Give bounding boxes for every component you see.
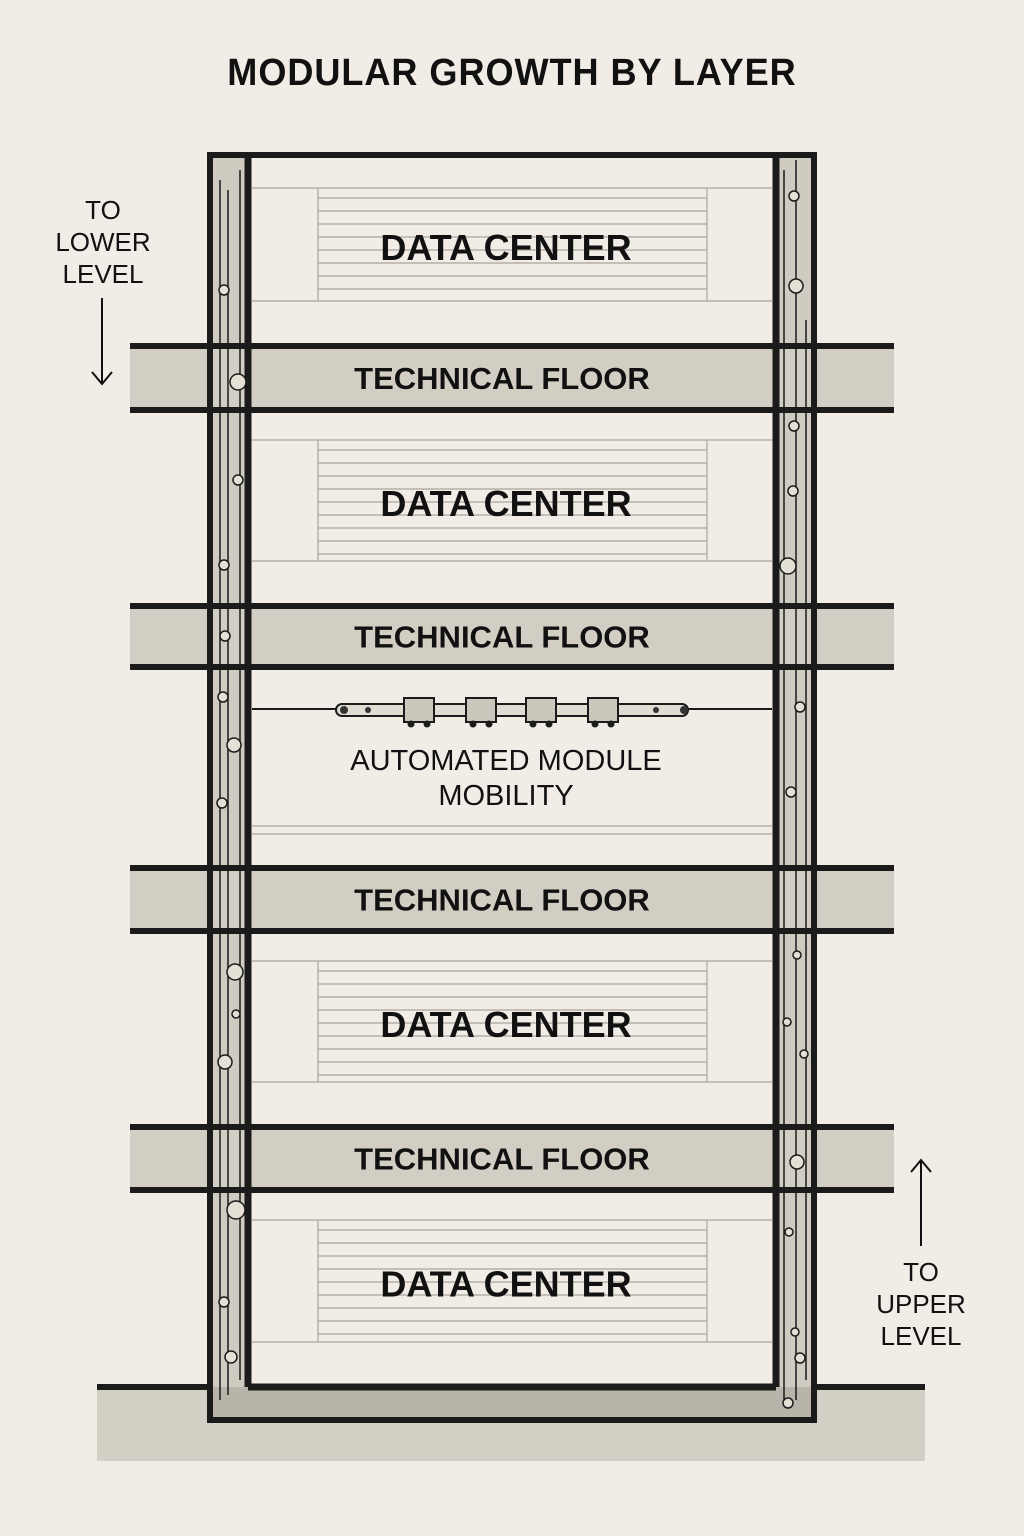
technical-floor-band: [130, 606, 894, 667]
label-line: UPPER: [876, 1289, 966, 1319]
technical-floor-band: [130, 1127, 894, 1190]
to-lower-level-label: TO LOWER LEVEL: [48, 194, 158, 290]
label-line: LOWER: [55, 227, 151, 257]
mobile-module-cart: [587, 697, 619, 728]
technical-floor-label: TECHNICAL FLOOR: [354, 361, 650, 396]
technical-floor-band: [130, 868, 894, 931]
mobile-module-cart: [465, 697, 497, 728]
mobility-label-line: AUTOMATED MODULE: [350, 745, 662, 777]
data-center-rack-grid: [252, 960, 772, 1083]
label-line: LEVEL: [880, 1321, 962, 1351]
mobile-module-cart: [525, 697, 557, 728]
module-conveyor: [252, 697, 772, 728]
data-center-rack-grid: [252, 1219, 772, 1343]
technical-floor-label: TECHNICAL FLOOR: [354, 1142, 650, 1177]
data-center-rack-grid: [252, 187, 772, 302]
mobility-label-line: MOBILITY: [438, 780, 573, 812]
technical-floor-label: TECHNICAL FLOOR: [354, 883, 650, 918]
data-center-label: DATA CENTER: [380, 483, 631, 524]
to-upper-level-label: TO UPPER LEVEL: [866, 1256, 976, 1352]
label-line: LEVEL: [62, 259, 144, 289]
mobile-module-cart: [403, 697, 435, 728]
data-center-label: DATA CENTER: [380, 1264, 631, 1305]
label-line: TO: [85, 195, 121, 225]
shaft-valves: [216, 190, 809, 1409]
building-outer-frame: [207, 152, 817, 1423]
technical-floor-label: TECHNICAL FLOOR: [354, 620, 650, 655]
arrow-up-icon: [910, 1158, 932, 1246]
base-slab: [210, 1387, 814, 1420]
data-center-label: DATA CENTER: [380, 227, 631, 268]
arrow-down-icon: [91, 298, 113, 386]
data-center-rack-grid: [252, 439, 772, 562]
label-line: TO: [903, 1257, 939, 1287]
technical-floor-band: [130, 346, 894, 410]
diagram-title: MODULAR GROWTH BY LAYER: [227, 52, 797, 94]
shaft-pipes: [219, 160, 807, 1400]
data-center-label: DATA CENTER: [380, 1004, 631, 1045]
